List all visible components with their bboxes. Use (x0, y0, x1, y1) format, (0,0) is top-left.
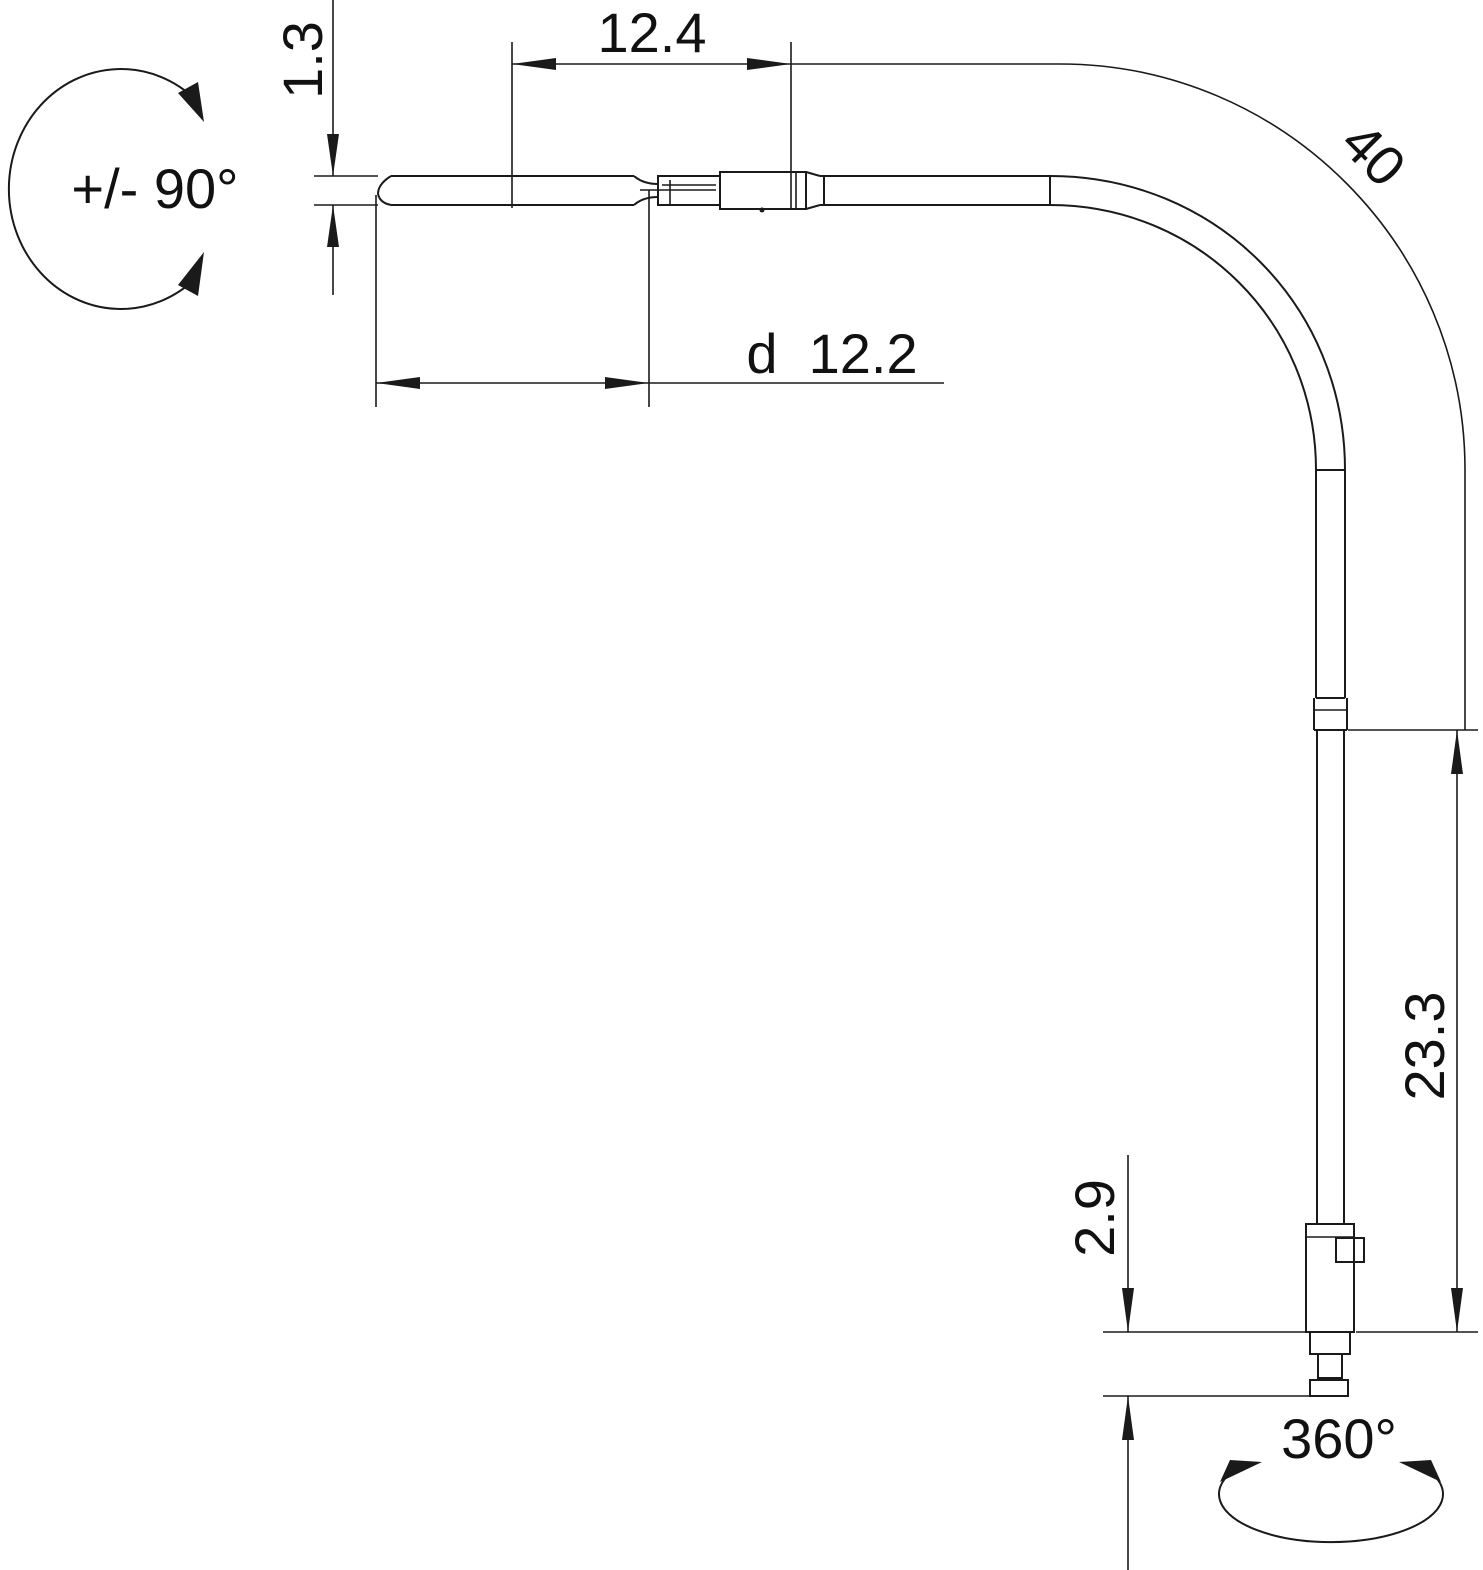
rotation-label-bottom: 360° (1281, 1407, 1397, 1470)
rotation-indicator-top: +/- 90° (7, 68, 239, 310)
dimension-segment-length: 12.4 (511, 1, 792, 208)
rotation-indicator-bottom: 360° (1218, 1407, 1444, 1544)
rotation-arrowhead-upper (178, 82, 204, 122)
dimension-tip-height: 1.3 (271, 0, 378, 295)
probe-vertical-section (1305, 470, 1365, 1397)
rotation-arrowhead-left (1220, 1460, 1262, 1482)
dimension-vertical-length: 23.3 (1348, 729, 1478, 1333)
dimension-bend-radius: 40 (791, 63, 1466, 730)
dimension-tip-length: d 12.2 (375, 190, 944, 407)
dimension-label-bend-radius: 40 (1329, 110, 1418, 199)
dimension-label-base-height: 2.9 (1063, 1179, 1126, 1257)
rotation-arrowhead-lower (178, 252, 204, 296)
rotation-arc-left (7, 68, 197, 310)
probe-bend-section (1049, 175, 1346, 471)
dimension-label-segment-length: 12.4 (598, 1, 707, 64)
rotation-label-top: +/- 90° (71, 157, 238, 220)
dimension-label-tip-height: 1.3 (271, 21, 334, 99)
dimension-label-vertical-length: 23.3 (1393, 992, 1456, 1101)
dimension-label-tip-length: d 12.2 (746, 322, 917, 385)
rotation-ellipse (1218, 1467, 1444, 1544)
dimension-base-height: 2.9 (1063, 1155, 1310, 1570)
probe-horizontal-section (376, 171, 1051, 213)
rotation-arrowhead-right (1399, 1460, 1441, 1482)
